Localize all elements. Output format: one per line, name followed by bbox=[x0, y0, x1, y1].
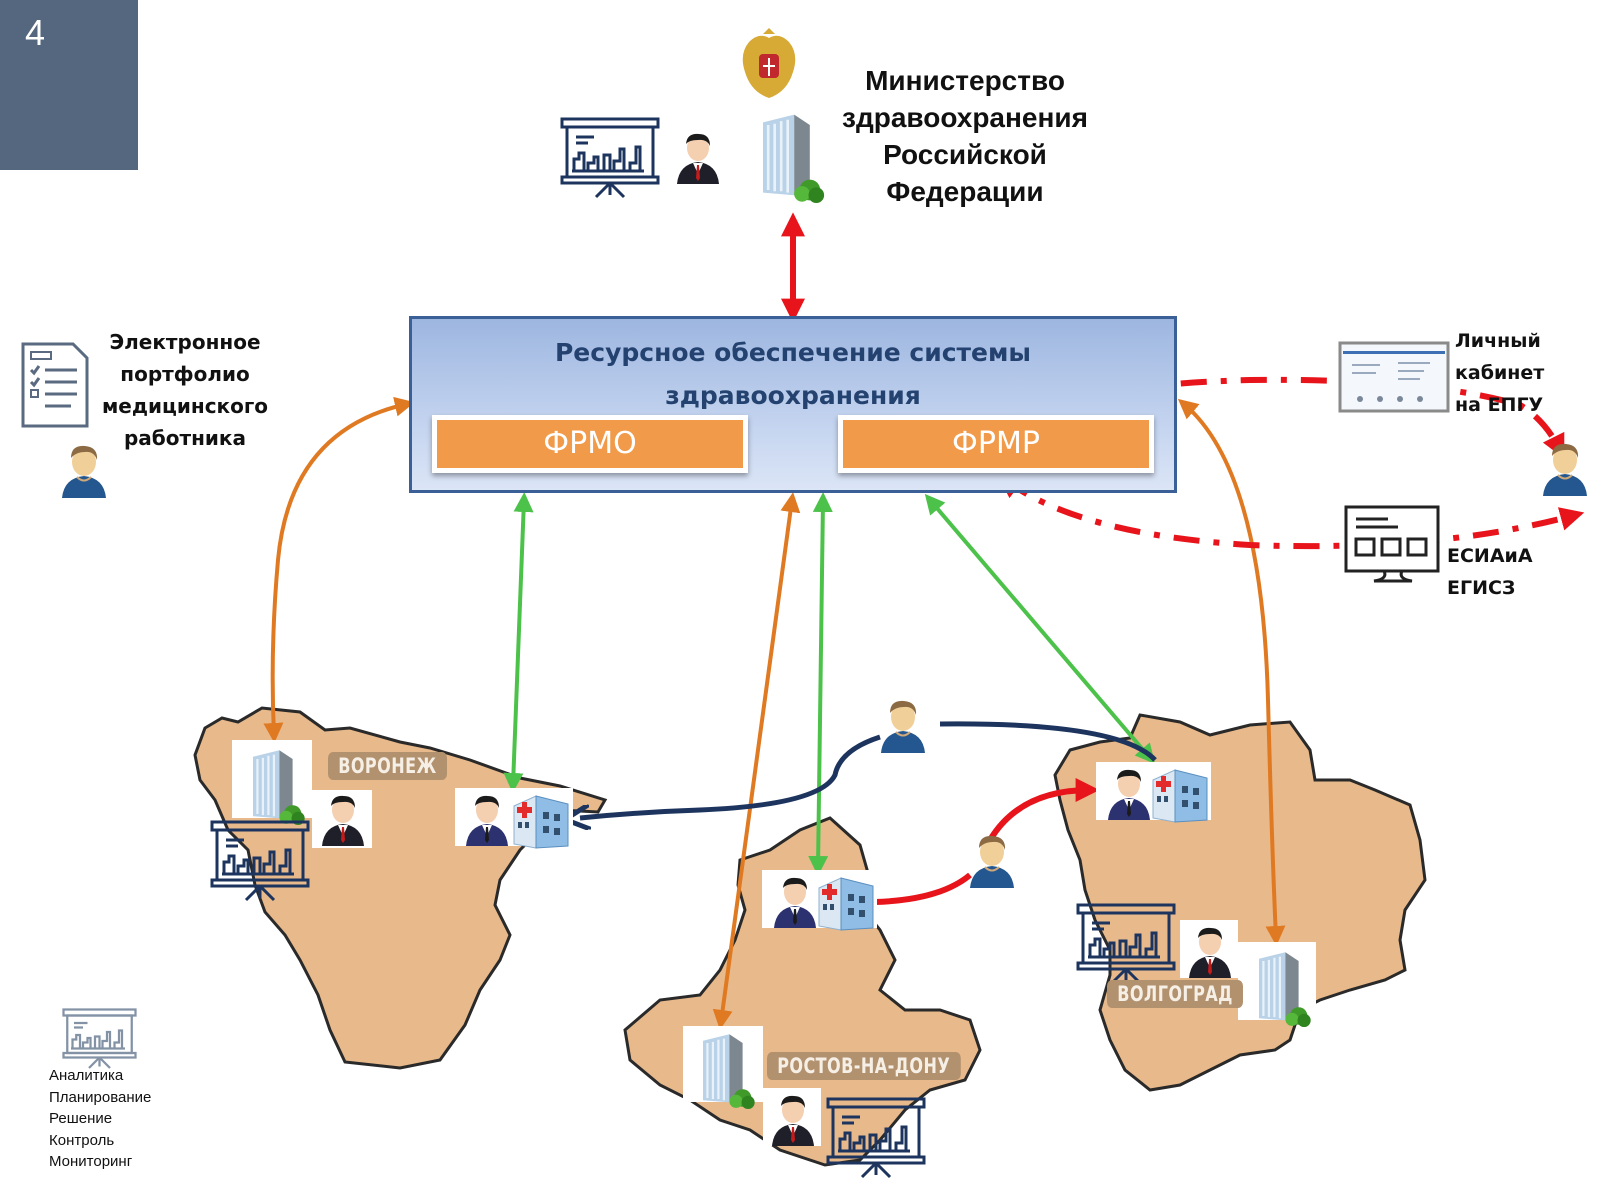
monitor-icon bbox=[1344, 505, 1440, 583]
arrow-worker-to-volgograd bbox=[987, 778, 1100, 842]
presentation-chart-icon bbox=[560, 117, 660, 199]
arrow-worker-to-voronezh bbox=[580, 734, 881, 818]
slide-number-badge: 4 bbox=[0, 0, 138, 170]
legend-item: Планирование bbox=[49, 1088, 152, 1106]
esia-title-line: ЕСИАиА bbox=[1447, 545, 1533, 567]
frmr-label: ФРМР bbox=[952, 426, 1040, 461]
arrow-portfolio-voronezh bbox=[263, 396, 415, 743]
city-label-rostov: РОСТОВ-НА-ДОНУ bbox=[767, 1052, 961, 1080]
official-person-icon bbox=[677, 133, 719, 184]
coat-of-arms-icon bbox=[742, 28, 796, 98]
epgu-title-line: на ЕПГУ bbox=[1455, 394, 1544, 416]
dashdot-frmr-esia bbox=[997, 474, 1585, 550]
ministry-title-line: Министерство bbox=[865, 65, 1065, 96]
legend-presentation-icon bbox=[62, 1008, 137, 1070]
slide-number: 4 bbox=[25, 12, 46, 53]
legend-item: Контроль bbox=[49, 1131, 115, 1149]
epgu-title-line: кабинет bbox=[1455, 362, 1545, 384]
portfolio-title-line: портфолио bbox=[120, 362, 250, 386]
portfolio-title-line: работника bbox=[123, 426, 246, 450]
ministry-title: Министерство здравоохранения Российской … bbox=[820, 62, 1110, 210]
resource-system-title: Ресурсное обеспечение системы здравоохра… bbox=[412, 331, 1174, 417]
city-label-voronezh: ВОРОНЕЖ bbox=[328, 752, 447, 780]
arrow-rostov-to-volgograd bbox=[874, 872, 972, 905]
frmo-label: ФРМО bbox=[543, 426, 637, 461]
resource-system-title-line: здравоохранения bbox=[665, 381, 921, 410]
arrow-frmr-volgograd bbox=[924, 493, 1156, 765]
frmo-registry-box[interactable]: ФРМО bbox=[432, 415, 748, 473]
epgu-title-line: Личный bbox=[1455, 330, 1541, 352]
ministry-title-line: Российской bbox=[883, 139, 1047, 170]
legend-item: Аналитика bbox=[49, 1067, 124, 1084]
city-label-volgograd: ВОЛГОГРАД bbox=[1107, 980, 1244, 1008]
resource-system-title-line: Ресурсное обеспечение системы bbox=[554, 338, 1032, 367]
user-icon bbox=[1542, 442, 1588, 497]
office-building-icon bbox=[761, 113, 826, 205]
esia-title-line: ЕГИСЗ bbox=[1447, 577, 1516, 599]
resource-system-box: Ресурсное обеспечение системы здравоохра… bbox=[409, 316, 1177, 493]
arrow-system-rostov bbox=[712, 492, 801, 1030]
document-checklist-icon bbox=[21, 342, 89, 428]
ministry-title-line: здравоохранения bbox=[842, 102, 1088, 133]
epgu-title: Личный кабинет на ЕПГУ bbox=[1455, 325, 1565, 421]
portfolio-title-line: медицинского bbox=[101, 394, 269, 418]
migrating-worker-icon bbox=[969, 834, 1015, 889]
arrow-system-rostov-green bbox=[808, 492, 833, 876]
migrating-worker-icon bbox=[880, 699, 926, 754]
portfolio-title: Электронное портфолио медицинского работ… bbox=[95, 326, 275, 454]
legend-list: Аналитика Планирование Решение Контроль … bbox=[49, 1065, 151, 1173]
line-volgograd-to-worker bbox=[939, 721, 1157, 762]
frmr-registry-box[interactable]: ФРМР bbox=[838, 415, 1154, 473]
arrow-frmo-voronezh bbox=[503, 492, 534, 793]
legend-item: Мониторинг bbox=[49, 1153, 133, 1170]
hospital-icon bbox=[818, 877, 874, 931]
ministry-title-line: Федерации bbox=[886, 176, 1044, 207]
hospital-icon bbox=[513, 795, 569, 849]
hospital-icon bbox=[1152, 769, 1208, 823]
web-portal-screenshot-icon bbox=[1338, 341, 1450, 413]
portfolio-title-line: Электронное bbox=[109, 330, 261, 354]
legend-item: Решение bbox=[49, 1110, 113, 1127]
esia-title: ЕСИАиА ЕГИСЗ bbox=[1447, 540, 1557, 604]
